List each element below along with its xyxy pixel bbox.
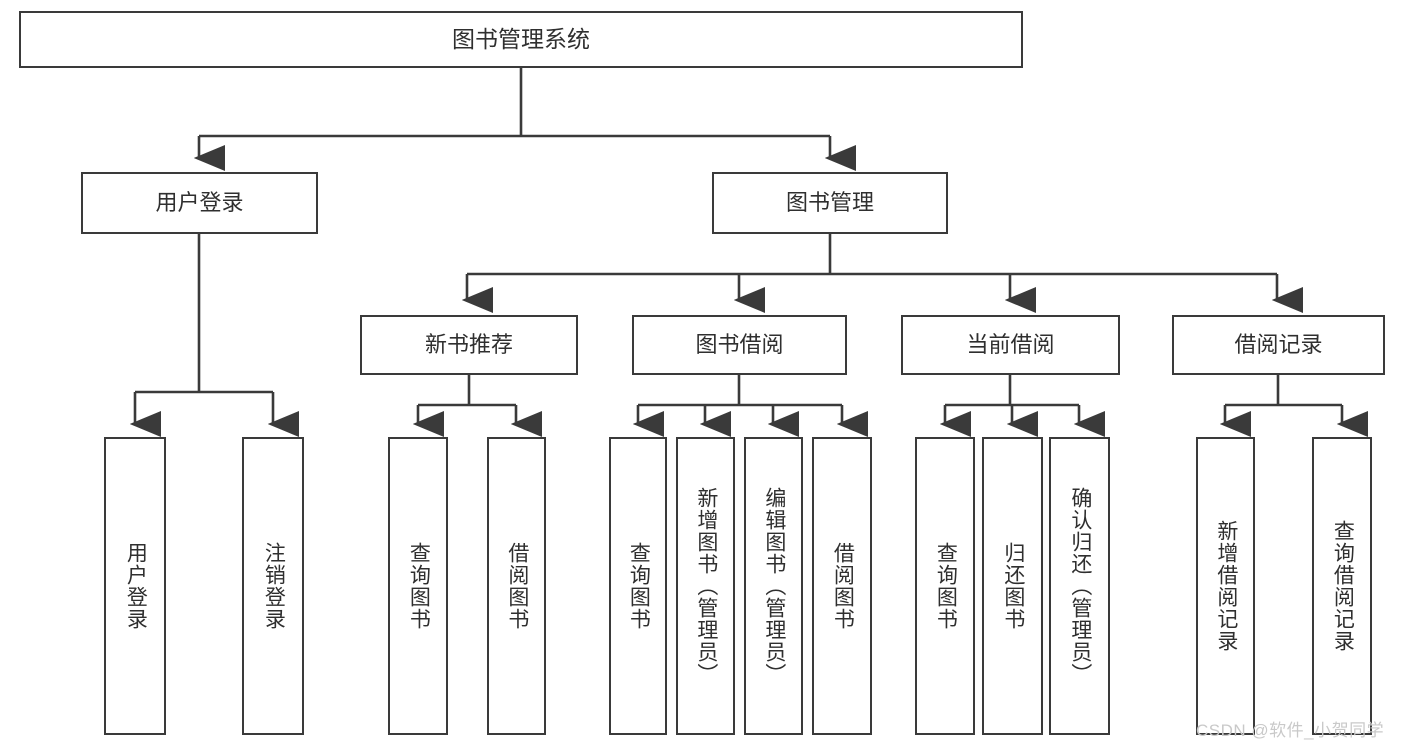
node-book-manage[interactable]: 图书管理 — [712, 172, 948, 234]
node-leaf-query-book-2[interactable]: 查询图书 — [609, 437, 667, 735]
node-new-book-recommend-label: 新书推荐 — [424, 332, 513, 358]
node-leaf-borrow-book-1[interactable]: 借阅图书 — [487, 437, 546, 735]
node-leaf-query-book-3-label: 查询图书 — [934, 542, 958, 630]
node-root[interactable]: 图书管理系统 — [19, 11, 1023, 68]
node-current-borrow[interactable]: 当前借阅 — [901, 315, 1120, 375]
node-leaf-query-borrow-record-label: 查询借阅记录 — [1331, 520, 1355, 652]
node-leaf-borrow-book-2[interactable]: 借阅图书 — [812, 437, 872, 735]
node-leaf-edit-book-admin[interactable]: 编辑图书（管理员） — [744, 437, 803, 735]
node-leaf-query-book-2-label: 查询图书 — [627, 542, 651, 630]
node-leaf-borrow-book-1-label: 借阅图书 — [505, 542, 529, 630]
node-leaf-query-book-3[interactable]: 查询图书 — [915, 437, 975, 735]
node-current-borrow-label: 当前借阅 — [966, 332, 1055, 358]
node-borrow-record-label: 借阅记录 — [1234, 332, 1323, 358]
node-leaf-confirm-return-admin-label: 确认归还（管理员） — [1068, 487, 1092, 685]
node-leaf-edit-book-admin-label: 编辑图书（管理员） — [762, 487, 786, 685]
node-leaf-add-book-admin[interactable]: 新增图书（管理员） — [676, 437, 735, 735]
node-leaf-user-login[interactable]: 用户登录 — [104, 437, 166, 735]
node-leaf-query-book-1[interactable]: 查询图书 — [388, 437, 448, 735]
node-leaf-query-book-1-label: 查询图书 — [407, 542, 431, 630]
node-leaf-return-book[interactable]: 归还图书 — [982, 437, 1043, 735]
node-new-book-recommend[interactable]: 新书推荐 — [360, 315, 578, 375]
node-borrow-record[interactable]: 借阅记录 — [1172, 315, 1385, 375]
node-leaf-add-borrow-record-label: 新增借阅记录 — [1214, 520, 1238, 652]
node-user-login-label: 用户登录 — [155, 190, 244, 216]
node-leaf-add-book-admin-label: 新增图书（管理员） — [694, 487, 718, 685]
node-book-manage-label: 图书管理 — [785, 190, 874, 216]
node-user-login[interactable]: 用户登录 — [81, 172, 318, 234]
node-book-borrow[interactable]: 图书借阅 — [632, 315, 847, 375]
node-leaf-add-borrow-record[interactable]: 新增借阅记录 — [1196, 437, 1255, 735]
node-leaf-logout-login-label: 注销登录 — [262, 542, 286, 630]
node-root-label: 图书管理系统 — [452, 25, 590, 52]
node-leaf-confirm-return-admin[interactable]: 确认归还（管理员） — [1049, 437, 1110, 735]
node-book-borrow-label: 图书借阅 — [695, 332, 784, 358]
node-leaf-query-borrow-record[interactable]: 查询借阅记录 — [1312, 437, 1372, 735]
node-leaf-borrow-book-2-label: 借阅图书 — [831, 542, 855, 630]
node-leaf-user-login-label: 用户登录 — [124, 542, 148, 630]
node-leaf-logout-login[interactable]: 注销登录 — [242, 437, 304, 735]
node-leaf-return-book-label: 归还图书 — [1001, 542, 1025, 630]
